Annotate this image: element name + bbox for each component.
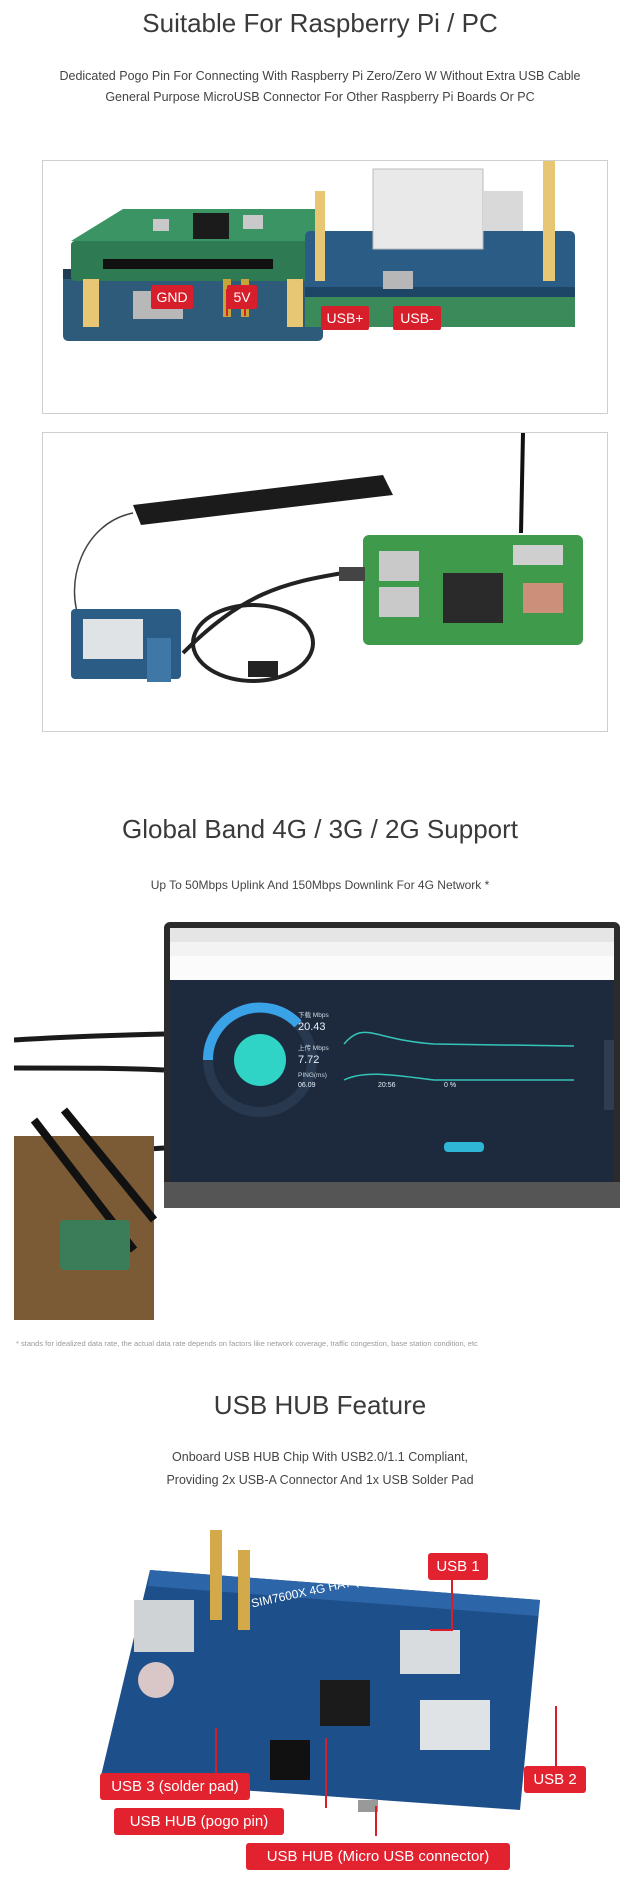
- hub-pogo-label: USB HUB (pogo pin): [114, 1808, 284, 1835]
- hub-micro-label: USB HUB (Micro USB connector): [246, 1843, 510, 1870]
- usb-plus-label: USB+: [321, 306, 369, 330]
- download-label: 下载 Mbps: [298, 1012, 329, 1019]
- section1-title: Suitable For Raspberry Pi / PC: [142, 8, 498, 38]
- loss-value: 0 %: [444, 1082, 457, 1089]
- usb3-label: USB 3 (solder pad): [100, 1773, 250, 1800]
- section3-line1: Onboard USB HUB Chip With USB2.0/1.1 Com…: [172, 1450, 468, 1464]
- section1-line2: General Purpose MicroUSB Connector For O…: [105, 90, 535, 104]
- 5v-label: 5V: [227, 285, 257, 309]
- usb-minus-label: USB-: [393, 306, 441, 330]
- gnd-label: GND: [151, 285, 193, 309]
- time-value: 20:56: [378, 1082, 396, 1089]
- section1-line1: Dedicated Pogo Pin For Connecting With R…: [59, 69, 581, 83]
- data-rate-footnote: * stands for idealized data rate, the ac…: [16, 1339, 478, 1348]
- monitor-illustration: [14, 922, 620, 1320]
- pi4-usb-illustration: [71, 433, 583, 683]
- callout-lines: [215, 1568, 557, 1836]
- section2-title: Global Band 4G / 3G / 2G Support: [121, 814, 518, 844]
- sim7600-stack: [305, 161, 575, 327]
- monitor-photo: 下载 Mbps 20.43 上传 Mbps 7.72 PING(ms) 06.0…: [14, 920, 626, 1320]
- pogo-pin-photo-frame: GND 5V USB+ USB-: [42, 160, 608, 414]
- usb2-label: USB 2: [524, 1766, 586, 1793]
- pogo-pin-illustration: [63, 161, 575, 341]
- pi4-usb-photo-frame: [42, 432, 608, 732]
- pi-zero-stack: [63, 209, 323, 341]
- section3-title: USB HUB Feature: [213, 1390, 427, 1420]
- section2-line: Up To 50Mbps Uplink And 150Mbps Downlink…: [150, 878, 490, 892]
- upload-value: 7.72: [298, 1054, 320, 1066]
- ping-label: PING(ms): [298, 1072, 327, 1079]
- usb1-label: USB 1: [428, 1553, 488, 1580]
- section3-line2: Providing 2x USB-A Connector And 1x USB …: [166, 1473, 474, 1487]
- ping-value: 06.09: [298, 1082, 316, 1089]
- download-value: 20.43: [298, 1021, 326, 1033]
- upload-label: 上传 Mbps: [298, 1045, 329, 1052]
